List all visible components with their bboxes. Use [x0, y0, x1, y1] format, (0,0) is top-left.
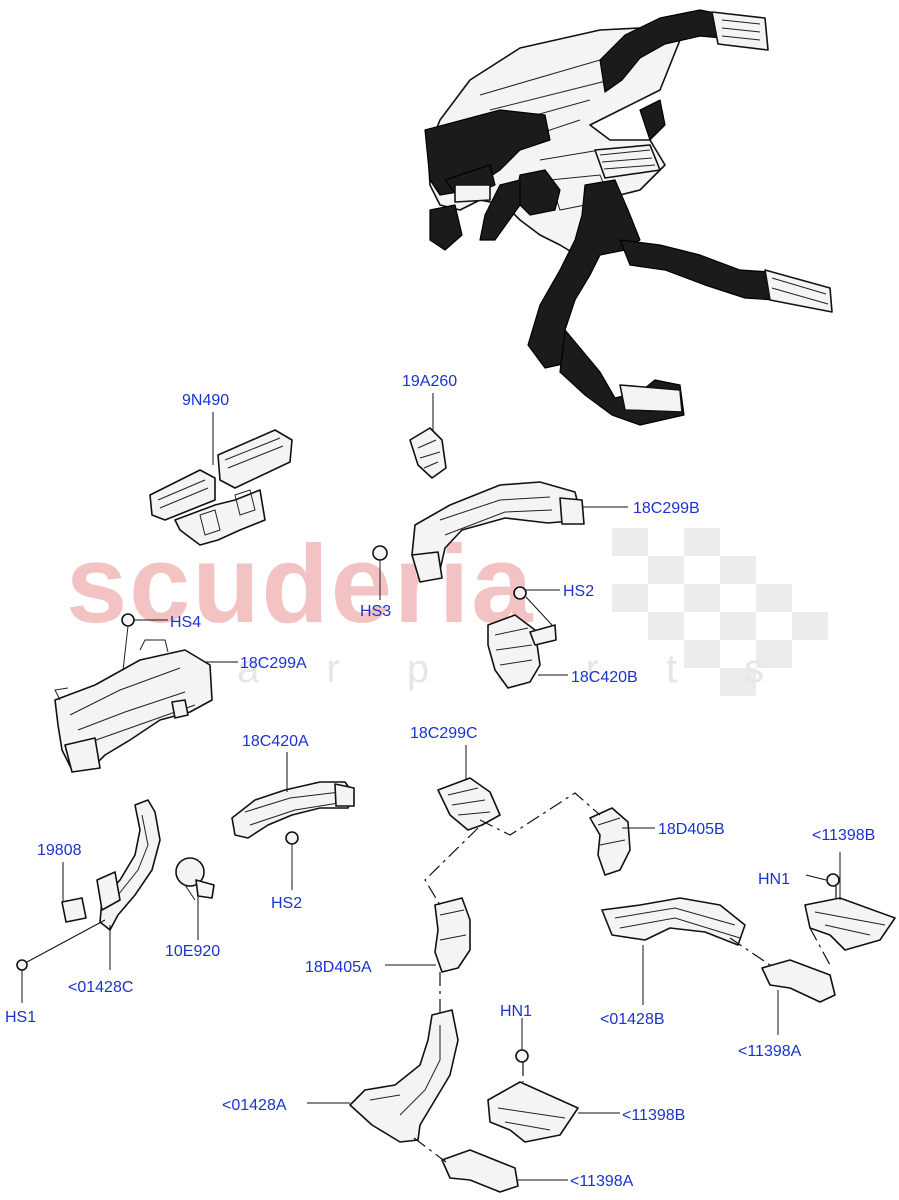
label-18C420B: 18C420B — [571, 669, 638, 686]
part-18C420B-duct — [487, 614, 557, 689]
part-11398A-foam-bottom — [441, 1149, 519, 1193]
part-10E920-sensor — [175, 857, 215, 901]
fastener-HN1-right — [826, 873, 840, 887]
label-HS2-mid: HS2 — [271, 895, 302, 912]
watermark-checker-flag — [612, 528, 828, 696]
label-11398B-bottom: <11398B — [622, 1107, 685, 1124]
label-10E920: 10E920 — [165, 943, 220, 960]
label-HS2-top: HS2 — [563, 583, 594, 600]
label-18C299A: 18C299A — [240, 655, 307, 672]
label-11398A-right: <11398A — [738, 1043, 802, 1060]
label-9N490: 9N490 — [182, 392, 229, 409]
connection-lines — [413, 792, 837, 1163]
fastener-HS2-top — [513, 586, 527, 600]
fastener-HS3 — [372, 545, 388, 590]
dashboard-assembly-overview — [424, 9, 833, 426]
part-19808-sensor — [61, 897, 87, 923]
label-HN1-right: HN1 — [758, 871, 790, 888]
label-18D405A: 18D405A — [305, 959, 372, 976]
part-18D405A-duct — [434, 897, 471, 973]
label-01428B: <01428B — [600, 1011, 665, 1028]
part-18C420A-duct — [231, 781, 355, 839]
watermark-brand: scuderia — [66, 523, 534, 646]
part-9N490-center-vent — [149, 429, 293, 546]
label-HS3: HS3 — [360, 603, 391, 620]
part-01428A-duct — [349, 1009, 459, 1143]
label-19A260: 19A260 — [402, 373, 457, 390]
label-11398A-bottom: <11398A — [570, 1173, 634, 1190]
watermark-sub: c a r p a r t s — [150, 647, 792, 691]
part-18C299A-duct — [54, 639, 213, 773]
fastener-HN1-bottom — [515, 1049, 529, 1063]
part-19A260-bracket — [409, 427, 447, 479]
label-01428C: <01428C — [68, 979, 133, 996]
part-11398B-bracket-right — [804, 897, 896, 951]
part-01428B-duct — [601, 897, 746, 946]
fastener-HS2-mid — [285, 831, 299, 880]
part-18C299B-duct — [411, 481, 585, 583]
part-11398A-foam-right — [761, 959, 836, 1003]
part-18D405B-duct — [589, 807, 631, 876]
label-HN1-bottom: HN1 — [500, 1003, 532, 1020]
label-01428A: <01428A — [222, 1097, 287, 1114]
label-11398B-right: <11398B — [812, 827, 875, 844]
part-18C299C-duct — [437, 777, 501, 831]
leader-lines — [21, 393, 841, 1181]
label-18C420A: 18C420A — [242, 733, 309, 750]
label-HS4: HS4 — [170, 614, 201, 631]
fastener-HS1 — [16, 959, 28, 971]
part-01428C-duct — [96, 799, 161, 931]
label-HS1: HS1 — [5, 1009, 36, 1026]
label-18D405B: 18D405B — [658, 821, 725, 838]
part-labels: 9N490 19A260 18C299B HS3 HS2 HS4 18C299A… — [5, 373, 875, 1190]
part-11398B-bracket-bottom — [487, 1081, 579, 1143]
watermark: scuderia c a r p a r t s — [66, 523, 828, 696]
label-18C299C: 18C299C — [410, 725, 478, 742]
label-18C299B: 18C299B — [633, 500, 700, 517]
label-19808: 19808 — [37, 842, 82, 859]
